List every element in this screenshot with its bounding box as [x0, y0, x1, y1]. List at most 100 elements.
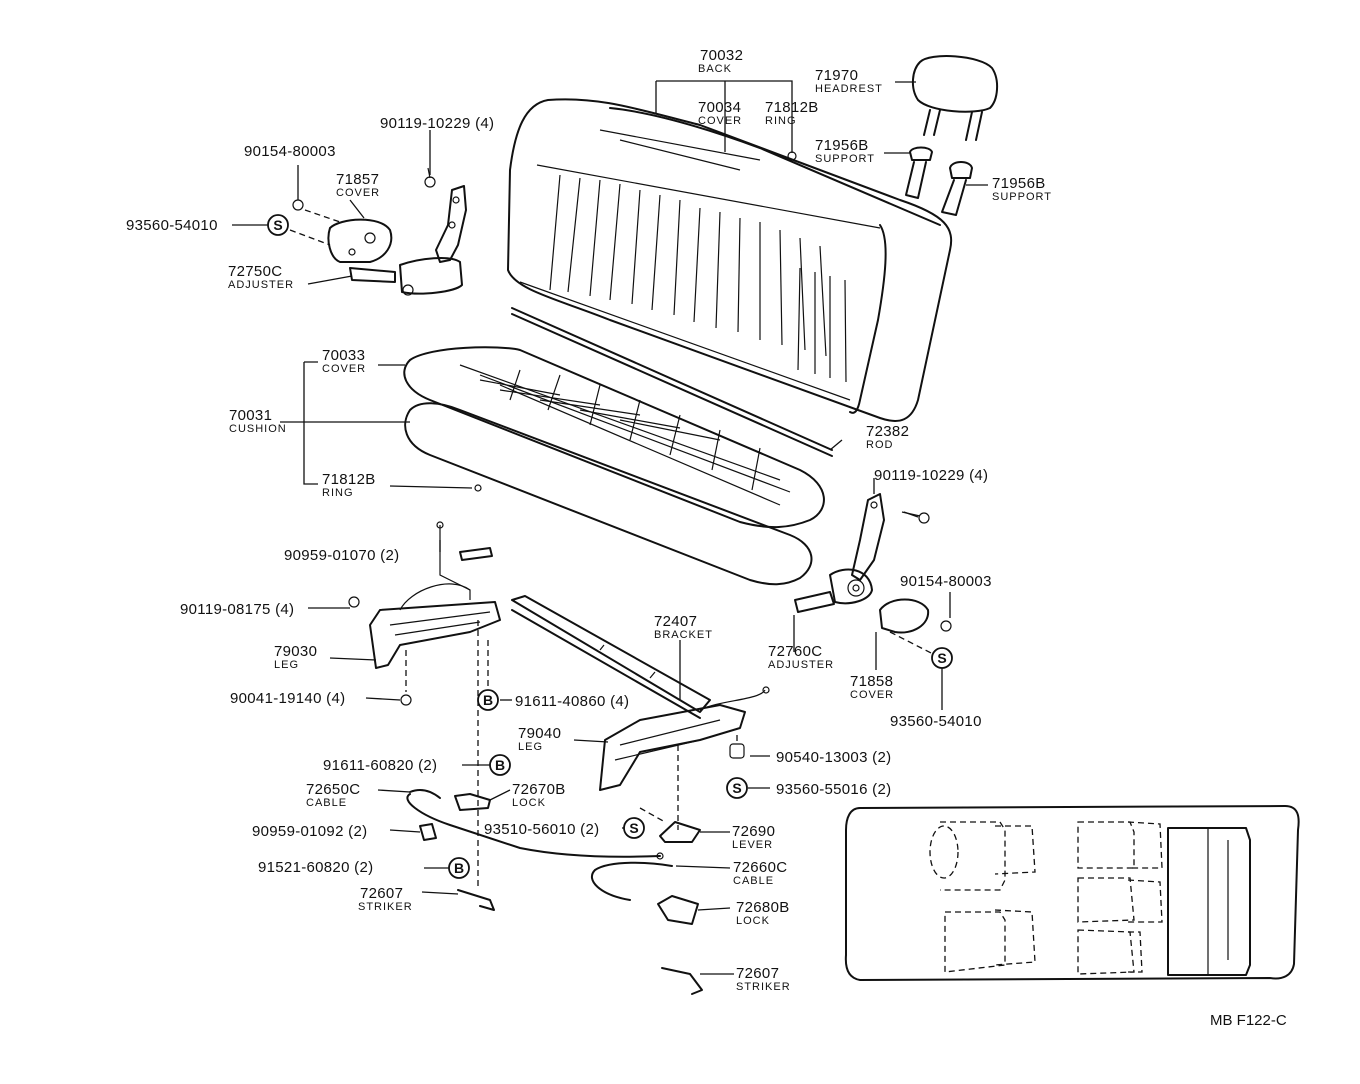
callout-rod-name: ROD — [866, 439, 893, 451]
bolt-icon — [400, 694, 412, 706]
callout-bracket-name: BRACKET — [654, 629, 713, 641]
nut-icon — [940, 620, 952, 632]
callout-adjuster-right-number: 72760C — [768, 643, 822, 660]
svg-text:B: B — [483, 692, 493, 708]
callout-rivet-b1: 91611-40860 (4) — [515, 693, 629, 710]
callout-support-left-number: 71956B — [815, 137, 869, 154]
callout-cushion-cover-number: 70033 — [322, 347, 365, 364]
svg-text:B: B — [495, 757, 505, 773]
callout-adjuster-right-name: ADJUSTER — [768, 659, 834, 671]
callout-cover-right-name: COVER — [850, 689, 894, 701]
svg-text:S: S — [629, 820, 638, 836]
callout-striker-left-number: 72607 — [360, 885, 403, 902]
headrest — [912, 55, 998, 141]
callout-leg-right-number: 79040 — [518, 725, 561, 742]
leg-left-assembly — [348, 521, 501, 890]
callout-cushion-cover-name: COVER — [322, 363, 366, 375]
cable-right-assembly — [590, 807, 703, 995]
callout-lever-number: 72690 — [732, 823, 775, 840]
leader-lines — [232, 80, 988, 975]
callout-leg-left-number: 79030 — [274, 643, 317, 660]
svg-text:B: B — [454, 860, 464, 876]
callout-support-right-number: 71956B — [992, 175, 1046, 192]
callout-back-name: BACK — [698, 63, 732, 75]
callout-cover-right-number: 71858 — [850, 673, 893, 690]
seat-cushion — [403, 346, 825, 586]
callout-bolt-right: 90119-10229 (4) — [874, 467, 988, 484]
adjuster-right-assembly — [794, 493, 952, 656]
callout-bolt-leg-left: 90119-08175 (4) — [180, 601, 294, 618]
callout-cable-left-number: 72650C — [306, 781, 360, 798]
callout-back-ring-name: RING — [765, 115, 797, 127]
callout-rod-number: 72382 — [866, 423, 909, 440]
callout-bolt-leg-cable: 90959-01070 (2) — [284, 547, 399, 564]
callout-cable-right-name: CABLE — [733, 875, 774, 887]
headrest-support-right — [941, 161, 973, 216]
rod — [511, 307, 833, 457]
callout-cable-left-name: CABLE — [306, 797, 347, 809]
callout-cushion-number: 70031 — [229, 407, 272, 424]
callout-striker-right-number: 72607 — [736, 965, 779, 982]
callout-cushion-name: CUSHION — [229, 423, 287, 435]
cable-left-assembly — [406, 789, 664, 911]
svg-text:S: S — [273, 217, 282, 233]
callout-adjuster-left-name: ADJUSTER — [228, 279, 294, 291]
callout-lock-right-number: 72680B — [736, 899, 790, 916]
callout-washer-left: 93560-54010 — [126, 217, 218, 234]
callout-labels: 70032 BACK 70034 COVER 71812B RING 71970… — [126, 47, 1287, 1029]
callout-leg-right-name: LEG — [518, 741, 543, 753]
callout-nut-left: 90154-80003 — [244, 143, 336, 160]
headrest-support-left — [905, 146, 933, 199]
callout-support-left-name: SUPPORT — [815, 153, 875, 165]
seat-back — [507, 98, 953, 422]
callout-washer-right: 93560-54010 — [890, 713, 982, 730]
bracket — [511, 595, 711, 719]
collar-icon — [729, 743, 745, 759]
callout-lock-right-name: LOCK — [736, 915, 770, 927]
callout-lock-left-name: LOCK — [512, 797, 546, 809]
callout-lock-left-number: 72670B — [512, 781, 566, 798]
rivet-b-badge-1: B — [477, 689, 499, 711]
cushion-ring-icon — [474, 484, 482, 492]
callout-cover-left-number: 71857 — [336, 171, 379, 188]
callout-cable-right-number: 72660C — [733, 859, 787, 876]
bolt-icon — [424, 176, 436, 188]
callout-rivet-b3: 91521-60820 (2) — [258, 859, 373, 876]
callout-back-cover-number: 70034 — [698, 99, 741, 116]
callout-clamp: 90959-01092 (2) — [252, 823, 367, 840]
callout-bolt-leg-bottom: 90041-19140 (4) — [230, 690, 345, 707]
callout-rivet-b2: 91611-60820 (2) — [323, 757, 437, 774]
rivet-b-badge-2: B — [489, 754, 511, 776]
callout-cushion-ring-number: 71812B — [322, 471, 376, 488]
washer-s-badge-right: S — [931, 647, 953, 669]
svg-text:S: S — [732, 780, 741, 796]
callout-leg-left-name: LEG — [274, 659, 299, 671]
callout-cover-left-name: COVER — [336, 187, 380, 199]
callout-adjuster-left-number: 72750C — [228, 263, 282, 280]
washer-s-badge-collar: S — [726, 777, 748, 799]
callout-back-number: 70032 — [700, 47, 743, 64]
callout-collar: 90540-13003 (2) — [776, 749, 891, 766]
leg-right-assembly — [599, 686, 770, 830]
callout-striker-left-name: STRIKER — [358, 901, 413, 913]
callout-back-ring-number: 71812B — [765, 99, 819, 116]
callout-headrest-number: 71970 — [815, 67, 858, 84]
callout-striker-right-name: STRIKER — [736, 981, 791, 993]
nut-icon — [292, 199, 304, 211]
callout-support-right-name: SUPPORT — [992, 191, 1052, 203]
adjuster-left-assembly — [289, 167, 467, 296]
rivet-b-badge-3: B — [448, 857, 470, 879]
svg-text:S: S — [937, 650, 946, 666]
bolt-icon — [918, 512, 930, 524]
callout-nut-right: 90154-80003 — [900, 573, 992, 590]
diagram-reference-code: MB F122-C — [1210, 1012, 1287, 1029]
washer-s-badge-mid: S — [623, 817, 645, 839]
bolt-icon — [348, 596, 360, 608]
callout-cushion-ring-name: RING — [322, 487, 354, 499]
washer-s-badge-left: S — [267, 214, 289, 236]
callout-back-cover-name: COVER — [698, 115, 742, 127]
callout-washer-s-mid: 93510-56010 (2) — [484, 821, 599, 838]
callout-headrest-name: HEADREST — [815, 83, 883, 95]
callout-bolt-top-left: 90119-10229 (4) — [380, 115, 494, 132]
